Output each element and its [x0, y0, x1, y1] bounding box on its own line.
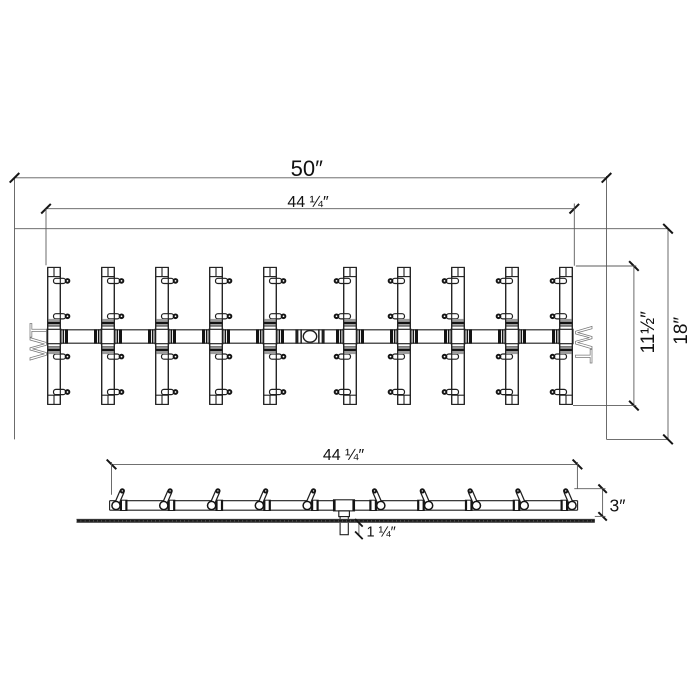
svg-text:1 ¼″: 1 ¼″: [367, 524, 396, 540]
svg-text:WT: WT: [570, 326, 597, 364]
svg-text:18″: 18″: [671, 317, 692, 345]
svg-text:3″: 3″: [610, 496, 626, 516]
svg-text:50″: 50″: [291, 156, 323, 181]
svg-text:44 ¼″: 44 ¼″: [323, 447, 365, 464]
svg-text:44 ¼″: 44 ¼″: [287, 194, 329, 211]
svg-text:WT: WT: [26, 323, 53, 361]
svg-text:11½″: 11½″: [638, 311, 659, 354]
